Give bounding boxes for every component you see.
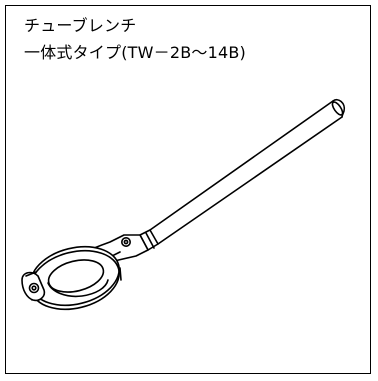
clamp-pin (21, 271, 46, 302)
caption-line-product: チューブレンチ (24, 16, 137, 35)
caption-line-type: 一体式タイプ(TW－2B～14B) (24, 43, 246, 62)
figure-frame (5, 5, 371, 374)
caption: チューブレンチ 一体式タイプ(TW－2B～14B) (24, 12, 246, 66)
handle-rod (139, 98, 346, 251)
